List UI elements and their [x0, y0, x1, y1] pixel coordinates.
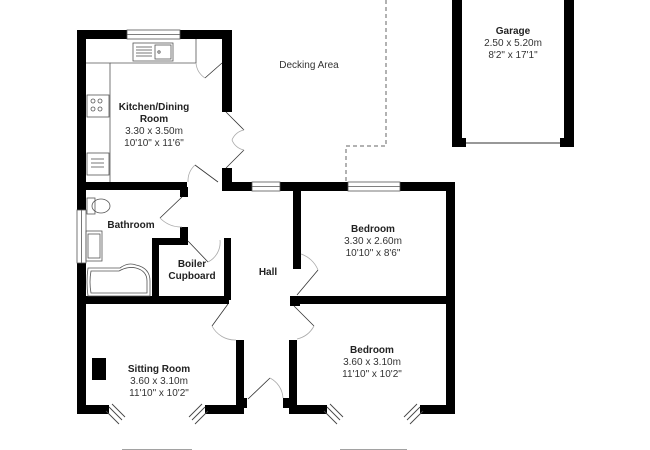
- room-dimensions-metric: 3.30 x 2.60m: [344, 236, 402, 247]
- kitchen-counters: [86, 39, 197, 182]
- kitchen-window: [126, 29, 181, 40]
- room-label-boiler-cupboard: Boiler Cupboard: [168, 259, 215, 283]
- chimney-breast: [92, 358, 106, 380]
- garage-walls: [452, 0, 574, 147]
- room-dimensions-imperial: 10'10" x 8'6": [345, 248, 401, 259]
- room-name-line2: Cupboard: [168, 271, 216, 282]
- room-name: Bathroom: [107, 220, 155, 231]
- decking-outline: [345, 0, 387, 183]
- room-dimensions-imperial: 10'10" x 11'6": [124, 138, 184, 149]
- room-name: Sitting Room: [127, 364, 191, 375]
- bay-windows: [105, 403, 424, 450]
- room-dimensions-metric: 3.30 x 3.50m: [125, 126, 183, 137]
- room-dimensions-metric: 3.60 x 3.10m: [130, 376, 188, 387]
- room-label-bedroom-1: Bedroom 3.30 x 2.60m 10'10" x 8'6": [344, 224, 402, 260]
- decking-area-label: Decking Area: [279, 60, 339, 71]
- room-label-bathroom: Bathroom: [107, 220, 154, 232]
- room-name: Bedroom: [351, 224, 395, 235]
- room-label-bedroom-2: Bedroom 3.60 x 3.10m 11'10" x 10'2": [342, 345, 402, 381]
- room-dimensions-imperial: 8'2" x 17'1": [488, 50, 538, 61]
- room-dimensions-metric: 3.60 x 3.10m: [343, 357, 401, 368]
- room-label-sitting-room: Sitting Room 3.60 x 3.10m 11'10" x 10'2": [128, 364, 190, 400]
- room-name: Boiler: [177, 259, 207, 270]
- room-dimensions-metric: 2.50 x 5.20m: [484, 38, 542, 49]
- interior-doors: [159, 196, 319, 400]
- room-name: Bedroom: [350, 345, 394, 356]
- bathroom-fixtures: [85, 197, 151, 297]
- room-name-line2: Room: [139, 114, 169, 125]
- room-dimensions-imperial: 11'10" x 10'2": [129, 388, 189, 399]
- room-label-kitchen: Kitchen/Dining Room 3.30 x 3.50m 10'10" …: [119, 102, 190, 150]
- room-dimensions-imperial: 11'10" x 10'2": [342, 369, 402, 380]
- room-name: Kitchen/Dining: [118, 102, 190, 113]
- room-name: Hall: [258, 267, 278, 278]
- kitchen-walls: [77, 30, 232, 190]
- room-label-garage: Garage 2.50 x 5.20m 8'2" x 17'1": [484, 26, 542, 62]
- room-name: Garage: [495, 26, 531, 37]
- kitchen-doors: [187, 62, 245, 183]
- room-label-hall: Hall: [259, 267, 277, 279]
- top-windows: [251, 181, 401, 192]
- house-walls: [77, 182, 455, 414]
- bathroom-window: [76, 209, 87, 264]
